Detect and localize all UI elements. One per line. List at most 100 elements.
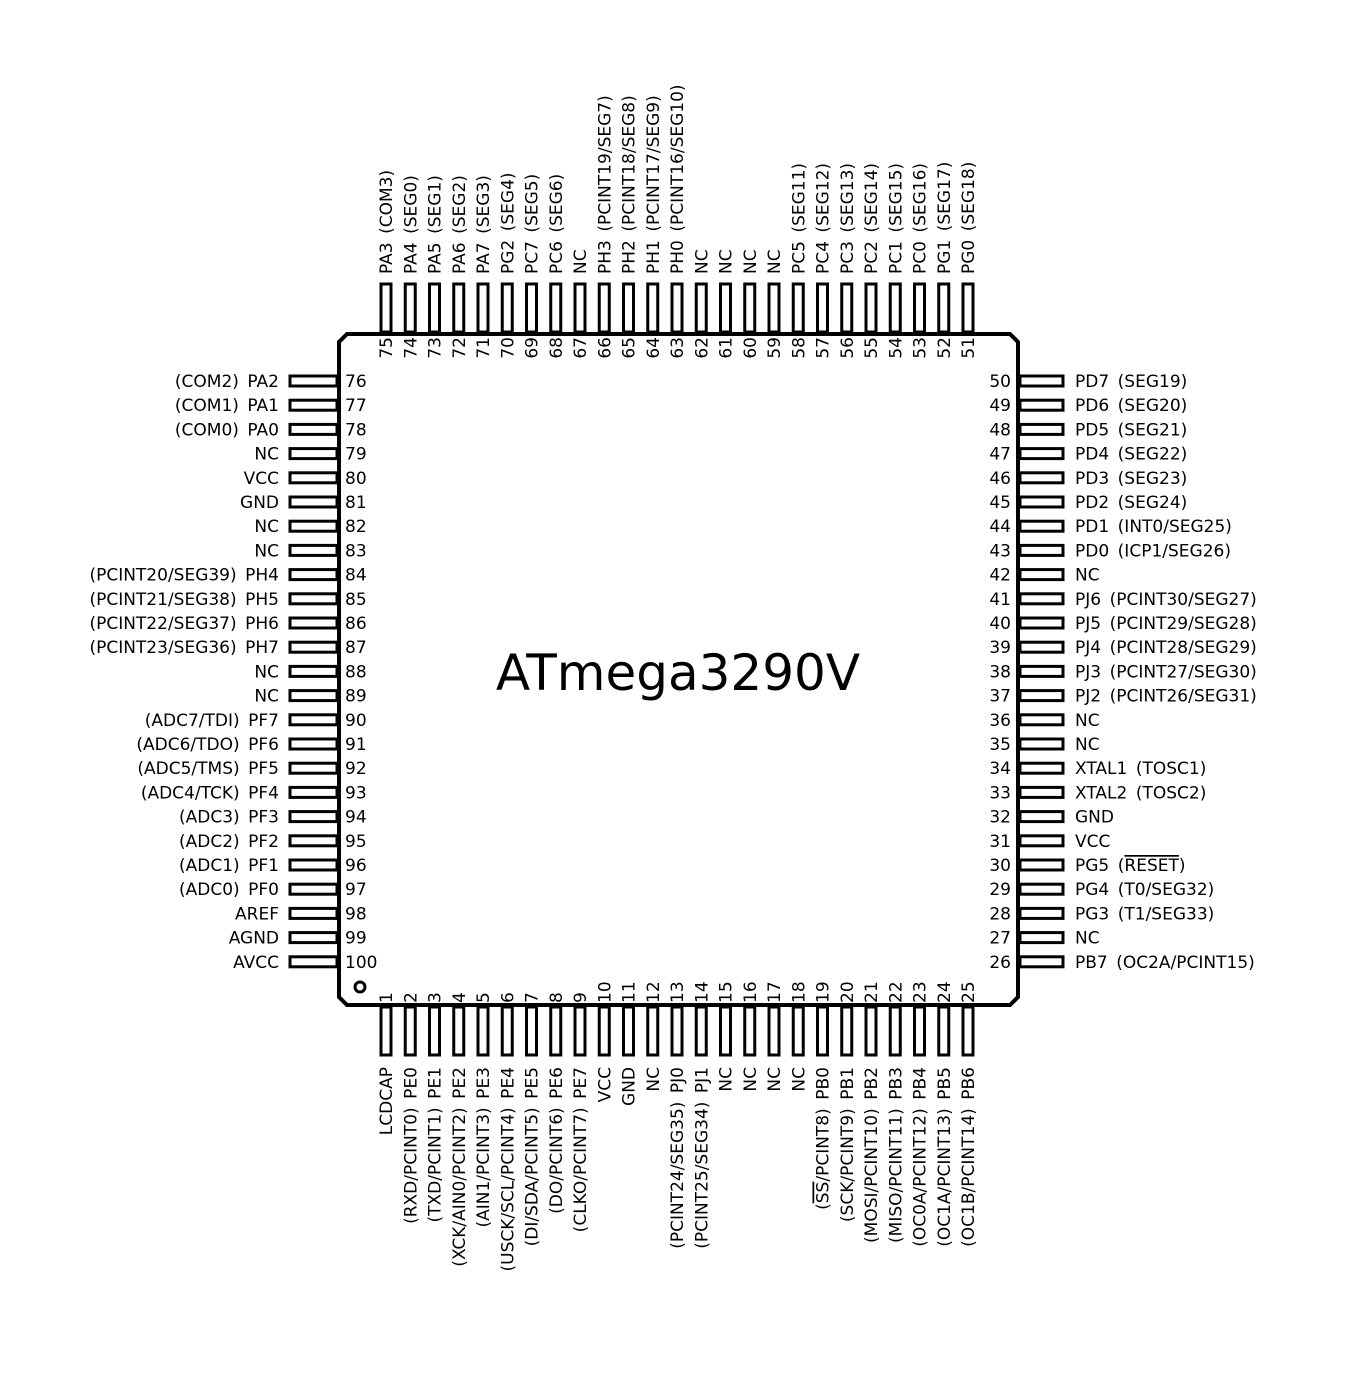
pin-74-label-pa4: PA4 (SEG0) [401,175,421,274]
pin-65-number: 65 [620,337,640,359]
pin-49-number: 49 [989,396,1011,416]
pin-45-label-pd2: PD2 (SEG24) [1075,493,1187,513]
pin-60-label-nc: NC [741,249,761,274]
pin-2-lead [403,1005,417,1057]
pin-94-number: 94 [345,808,367,828]
pin-61-lead [719,282,732,334]
pin-14-label-pj1: (PCINT25/SEG34) PJ1 [692,1067,712,1249]
pin-60-lead [743,282,757,334]
pin-63-lead [670,282,684,334]
pin-57-label-pc4: PC4 (SEG12) [814,163,834,274]
pin-10-number: 10 [595,981,615,1003]
pin-55-lead [864,282,878,334]
pin-31-label-vcc: VCC [1075,832,1110,852]
pin-48-label-pd5: PD5 (SEG21) [1075,420,1187,440]
pin-34-label-xtal1: XTAL1 (TOSC1) [1075,759,1206,779]
chip-body-outline [337,332,1020,1007]
pin-50-label-pd7: PD7 (SEG19) [1075,372,1187,392]
pin-15-number: 15 [717,981,737,1003]
pin-23-label-pb4: (OC0A/PCINT12) PB4 [911,1067,931,1247]
pin-30-lead [1018,858,1065,872]
pin-86-number: 86 [345,614,367,634]
pin-9-number: 9 [571,992,591,1003]
pin-16-number: 16 [741,981,761,1003]
pin-54-number: 54 [886,337,906,359]
pin-56-number: 56 [838,337,858,359]
pin-83-lead [288,543,339,557]
pin-49-label-pd6: PD6 (SEG20) [1075,396,1187,416]
pin-64-number: 64 [644,337,664,359]
pin-25-lead [961,1005,975,1057]
pin-12-lead [646,1005,660,1057]
pin-24-number: 24 [935,981,955,1003]
pin-18-label-nc: NC [789,1067,809,1092]
pin-38-label-pj3: PJ3 (PCINT27/SEG30) [1075,662,1257,682]
pin-90-label-pf7: (ADC7/TDI) PF7 [145,711,279,731]
pin-35-number: 35 [989,735,1011,755]
chip-name: ATmega3290V [496,644,860,702]
pin-98-number: 98 [345,904,367,924]
pin-28-number: 28 [989,904,1011,924]
pin-80-label-vcc: VCC [244,469,279,489]
pin-20-number: 20 [838,981,858,1003]
pin-91-number: 91 [345,735,367,755]
pin-71-number: 71 [474,337,494,359]
pin-46-number: 46 [989,469,1011,489]
pin-78-lead [288,422,339,436]
pin-48-number: 48 [989,420,1011,440]
pin-5-lead [476,1005,490,1057]
pin-12-number: 12 [644,981,664,1003]
pin-59-lead [767,282,781,334]
pin-2-number: 2 [401,992,421,1003]
pin-17-label-nc: NC [765,1067,785,1092]
pin-33-number: 33 [989,783,1011,803]
pin-12-label-nc: NC [644,1067,664,1092]
pin-76-lead [288,374,339,388]
pin-44-label-pd1: PD1 (INT0/SEG25) [1075,517,1232,537]
pin-21-label-pb2: (MOSI/PCINT10) PB2 [862,1067,882,1243]
pin-71-lead [476,282,490,334]
pin-20-label-pb1: (SCK/PCINT9) PB1 [838,1067,858,1222]
pin-64-lead [646,282,660,334]
pin-38-lead [1018,664,1065,678]
pin-97-label-pf0: (ADC0) PF0 [179,880,279,900]
pin-70-lead [500,282,514,334]
pin-75-lead [379,282,393,334]
pin-85-label-ph5: (PCINT21/SEG38) PH5 [89,590,279,610]
pin-10-label-vcc: VCC [595,1067,615,1102]
pin-93-number: 93 [345,783,367,803]
pin-87-label-ph7: (PCINT23/SEG36) PH7 [89,638,279,658]
pin-40-label-pj5: PJ5 (PCINT29/SEG28) [1075,614,1257,634]
pin-73-label-pa5: PA5 (SEG1) [426,175,446,274]
pin-94-label-pf3: (ADC3) PF3 [179,808,279,828]
pin-36-label-nc: NC [1075,711,1100,731]
pin-35-lead [1018,737,1065,751]
pin-29-label-pg4: PG4 (T0/SEG32) [1075,880,1214,900]
pin-92-number: 92 [345,759,367,779]
pin-20-lead [840,1005,854,1057]
pin-53-number: 53 [911,337,931,359]
pin-44-number: 44 [989,517,1011,537]
pin-40-number: 40 [989,614,1011,634]
pin-3-label-pe1: (TXD/PCINT1) PE1 [426,1067,446,1222]
pin-72-label-pa6: PA6 (SEG2) [450,175,470,274]
pin-52-lead [937,282,951,334]
pin-22-number: 22 [886,981,906,1003]
pin-100-number: 100 [345,953,377,973]
pin-1-label-lcdcap: LCDCAP [377,1067,397,1135]
pin-7-number: 7 [523,992,543,1003]
pin-63-number: 63 [668,337,688,359]
pin-78-label-pa0: (COM0) PA0 [175,420,279,440]
pin-55-label-pc2: PC2 (SEG14) [862,163,882,274]
pin-83-number: 83 [345,541,367,561]
pin-30-label-pg5: PG5 (RESET) [1075,856,1186,876]
pin-19-lead [816,1005,829,1057]
pin-34-lead [1018,761,1065,775]
pin-21-number: 21 [862,981,882,1003]
pin-89-lead [288,689,339,703]
pin-81-label-gnd: GND [240,493,279,513]
pin-33-label-xtal2: XTAL2 (TOSC2) [1075,783,1206,803]
pin-27-lead [1018,931,1065,945]
